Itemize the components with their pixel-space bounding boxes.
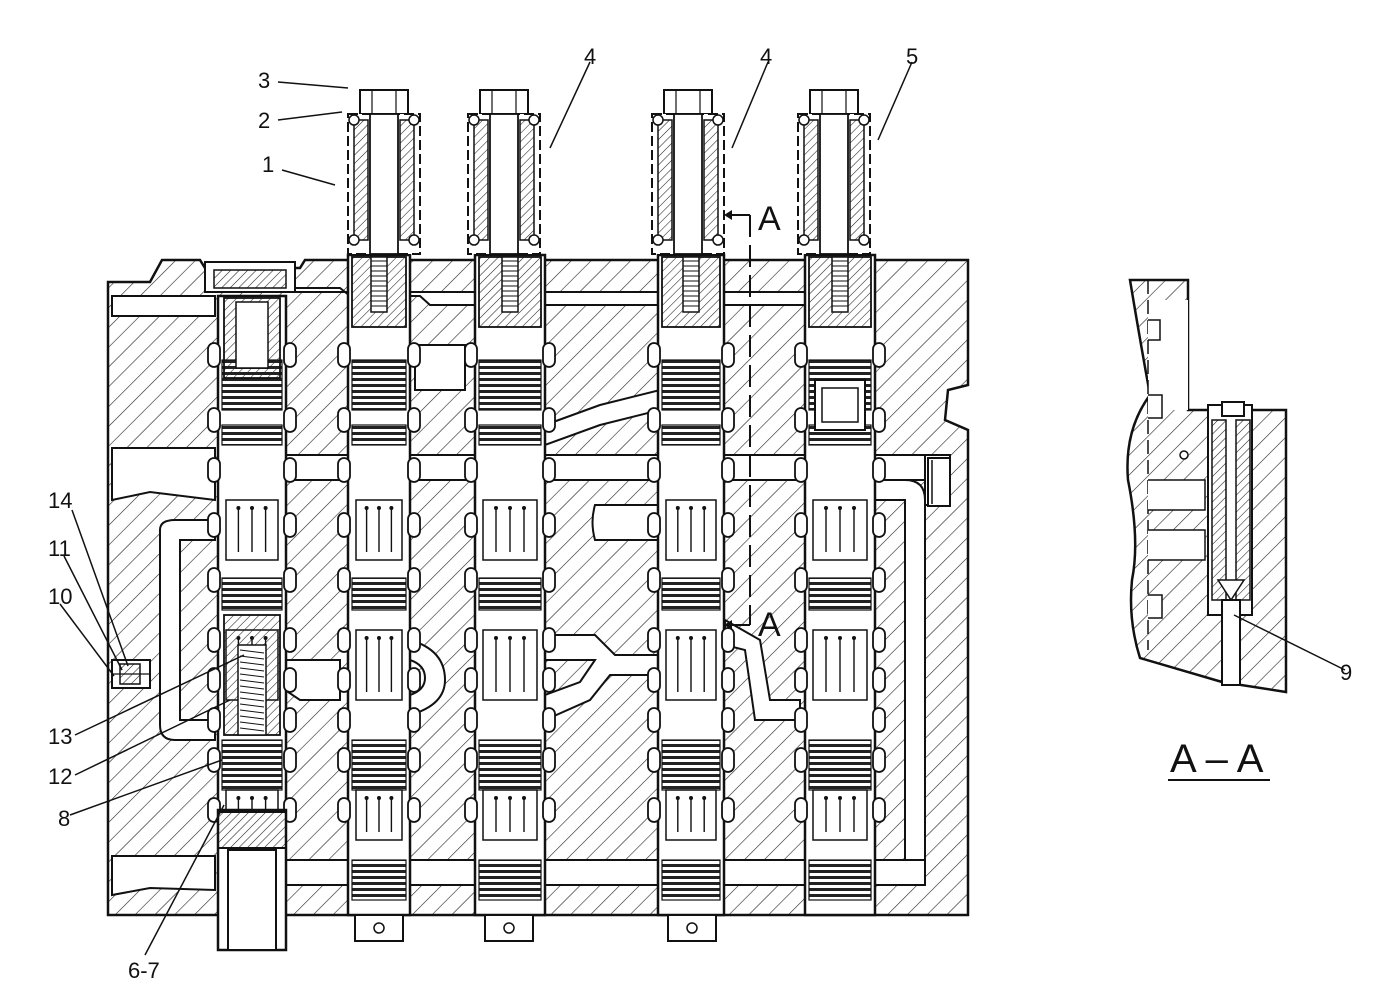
right-port-plug	[927, 457, 951, 507]
callout-6-7: 6-7	[128, 958, 160, 983]
callout-10: 10	[48, 584, 72, 609]
end-tab-2	[484, 914, 534, 942]
callout-leaders	[59, 61, 1346, 956]
callout-2: 2	[258, 108, 270, 133]
callout-8: 8	[58, 806, 70, 831]
callout-5: 5	[906, 44, 918, 69]
spool-end-tabs	[354, 914, 717, 942]
relief-cartridge-bottom	[216, 808, 288, 952]
callout-labels: 3 2 1 4 4 5 14 11 10 13 12 8 6-7 9 A A A…	[48, 44, 1352, 983]
pilot-caps	[347, 89, 871, 255]
end-tab-3	[667, 914, 717, 942]
callout-3: 3	[258, 68, 270, 93]
end-tab-1	[354, 914, 404, 942]
section-mark-upper: A	[758, 200, 781, 238]
callout-14: 14	[48, 488, 72, 513]
pilot-cap-2	[467, 89, 541, 255]
bore-spool-2	[464, 253, 556, 917]
section-cut-line	[724, 210, 751, 630]
callout-12: 12	[48, 764, 72, 789]
relief-plug-assembly	[111, 659, 151, 689]
section-view-a-a	[1126, 278, 1288, 694]
spool-bores	[207, 253, 886, 917]
bore-spool-3	[647, 253, 735, 917]
callout-13: 13	[48, 724, 72, 749]
callout-4-left: 4	[584, 44, 596, 69]
bore-spool-4	[794, 253, 886, 917]
pilot-cap-3	[651, 89, 725, 255]
callout-1: 1	[262, 152, 274, 177]
pilot-cap-4	[797, 89, 871, 255]
bore-spool-1	[337, 253, 421, 917]
section-view-title: A – A	[1170, 737, 1264, 781]
callout-11: 11	[48, 536, 71, 561]
pilot-cap-1	[347, 89, 421, 255]
section-mark-lower: A	[758, 606, 781, 644]
callout-4-right: 4	[760, 44, 772, 69]
callout-9: 9	[1340, 660, 1352, 685]
